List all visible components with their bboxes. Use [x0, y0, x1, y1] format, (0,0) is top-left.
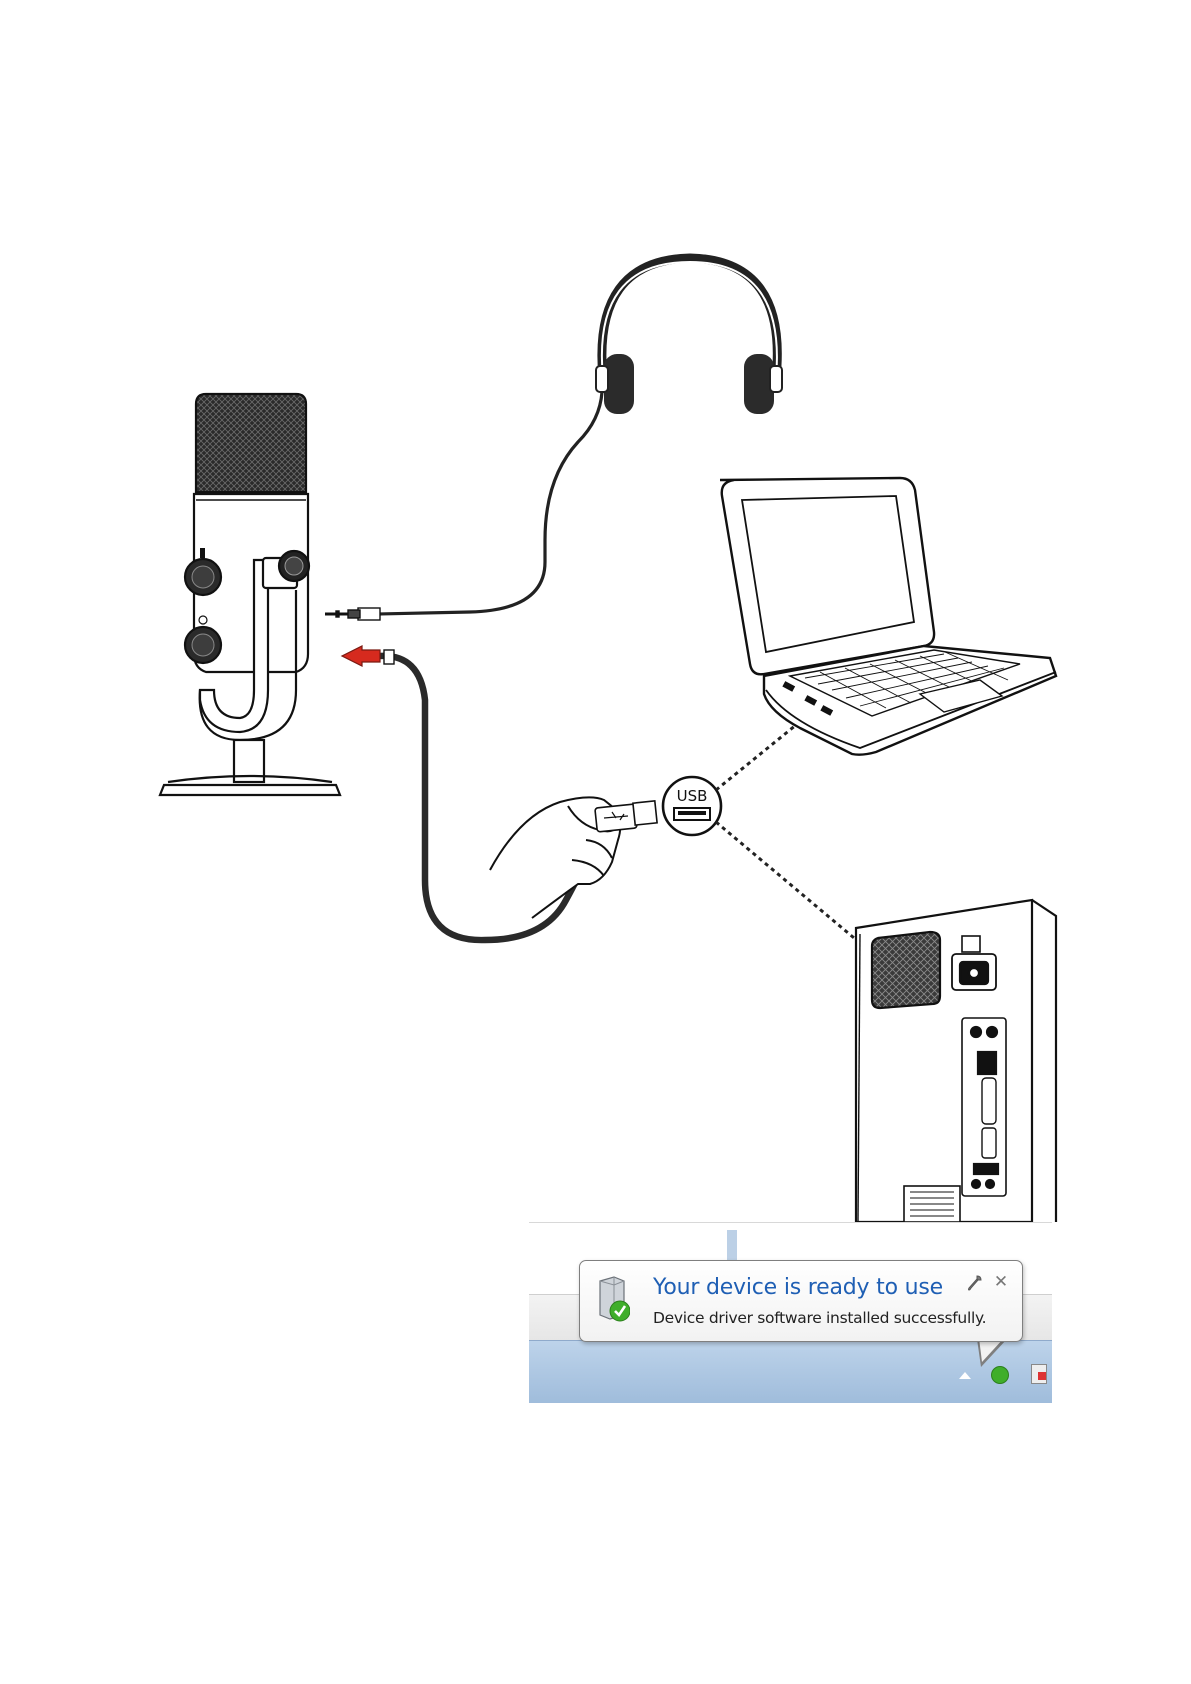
taskbar: [529, 1340, 1052, 1403]
device-ready-balloon[interactable]: Your device is ready to use Device drive…: [579, 1260, 1023, 1342]
tray-app-icon[interactable]: [1031, 1364, 1047, 1384]
device-tray-icon[interactable]: [991, 1366, 1009, 1384]
power-supply-fan: [872, 932, 940, 1008]
usb-device-icon: [596, 1275, 630, 1323]
windows-notification-area: Your device is ready to use Device drive…: [529, 1222, 1052, 1403]
headphones: [596, 258, 782, 414]
usb-microphone: [160, 394, 340, 795]
stand-base: [160, 785, 340, 795]
mic-side-plug: [384, 650, 394, 664]
headphone-jack: [325, 608, 380, 620]
rear-usb-ports: [978, 1052, 996, 1074]
wrench-icon[interactable]: [966, 1275, 982, 1291]
microphone-grille: [196, 394, 306, 492]
laptop: [720, 478, 1056, 755]
svg-text:USB: USB: [677, 787, 708, 805]
power-switch: [962, 936, 980, 952]
usb-cable: [380, 656, 600, 940]
notification-message: Device driver software installed success…: [653, 1309, 986, 1327]
desktop-tower: [856, 900, 1056, 1222]
show-hidden-icons-arrow[interactable]: [959, 1372, 971, 1379]
green-check-icon: [610, 1301, 630, 1321]
headphone-cable: [378, 392, 602, 614]
notification-title: Your device is ready to use: [653, 1275, 943, 1300]
close-icon[interactable]: ✕: [992, 1273, 1010, 1291]
insert-arrow-icon: [342, 646, 380, 666]
usb-port-callout: USB: [663, 777, 721, 835]
